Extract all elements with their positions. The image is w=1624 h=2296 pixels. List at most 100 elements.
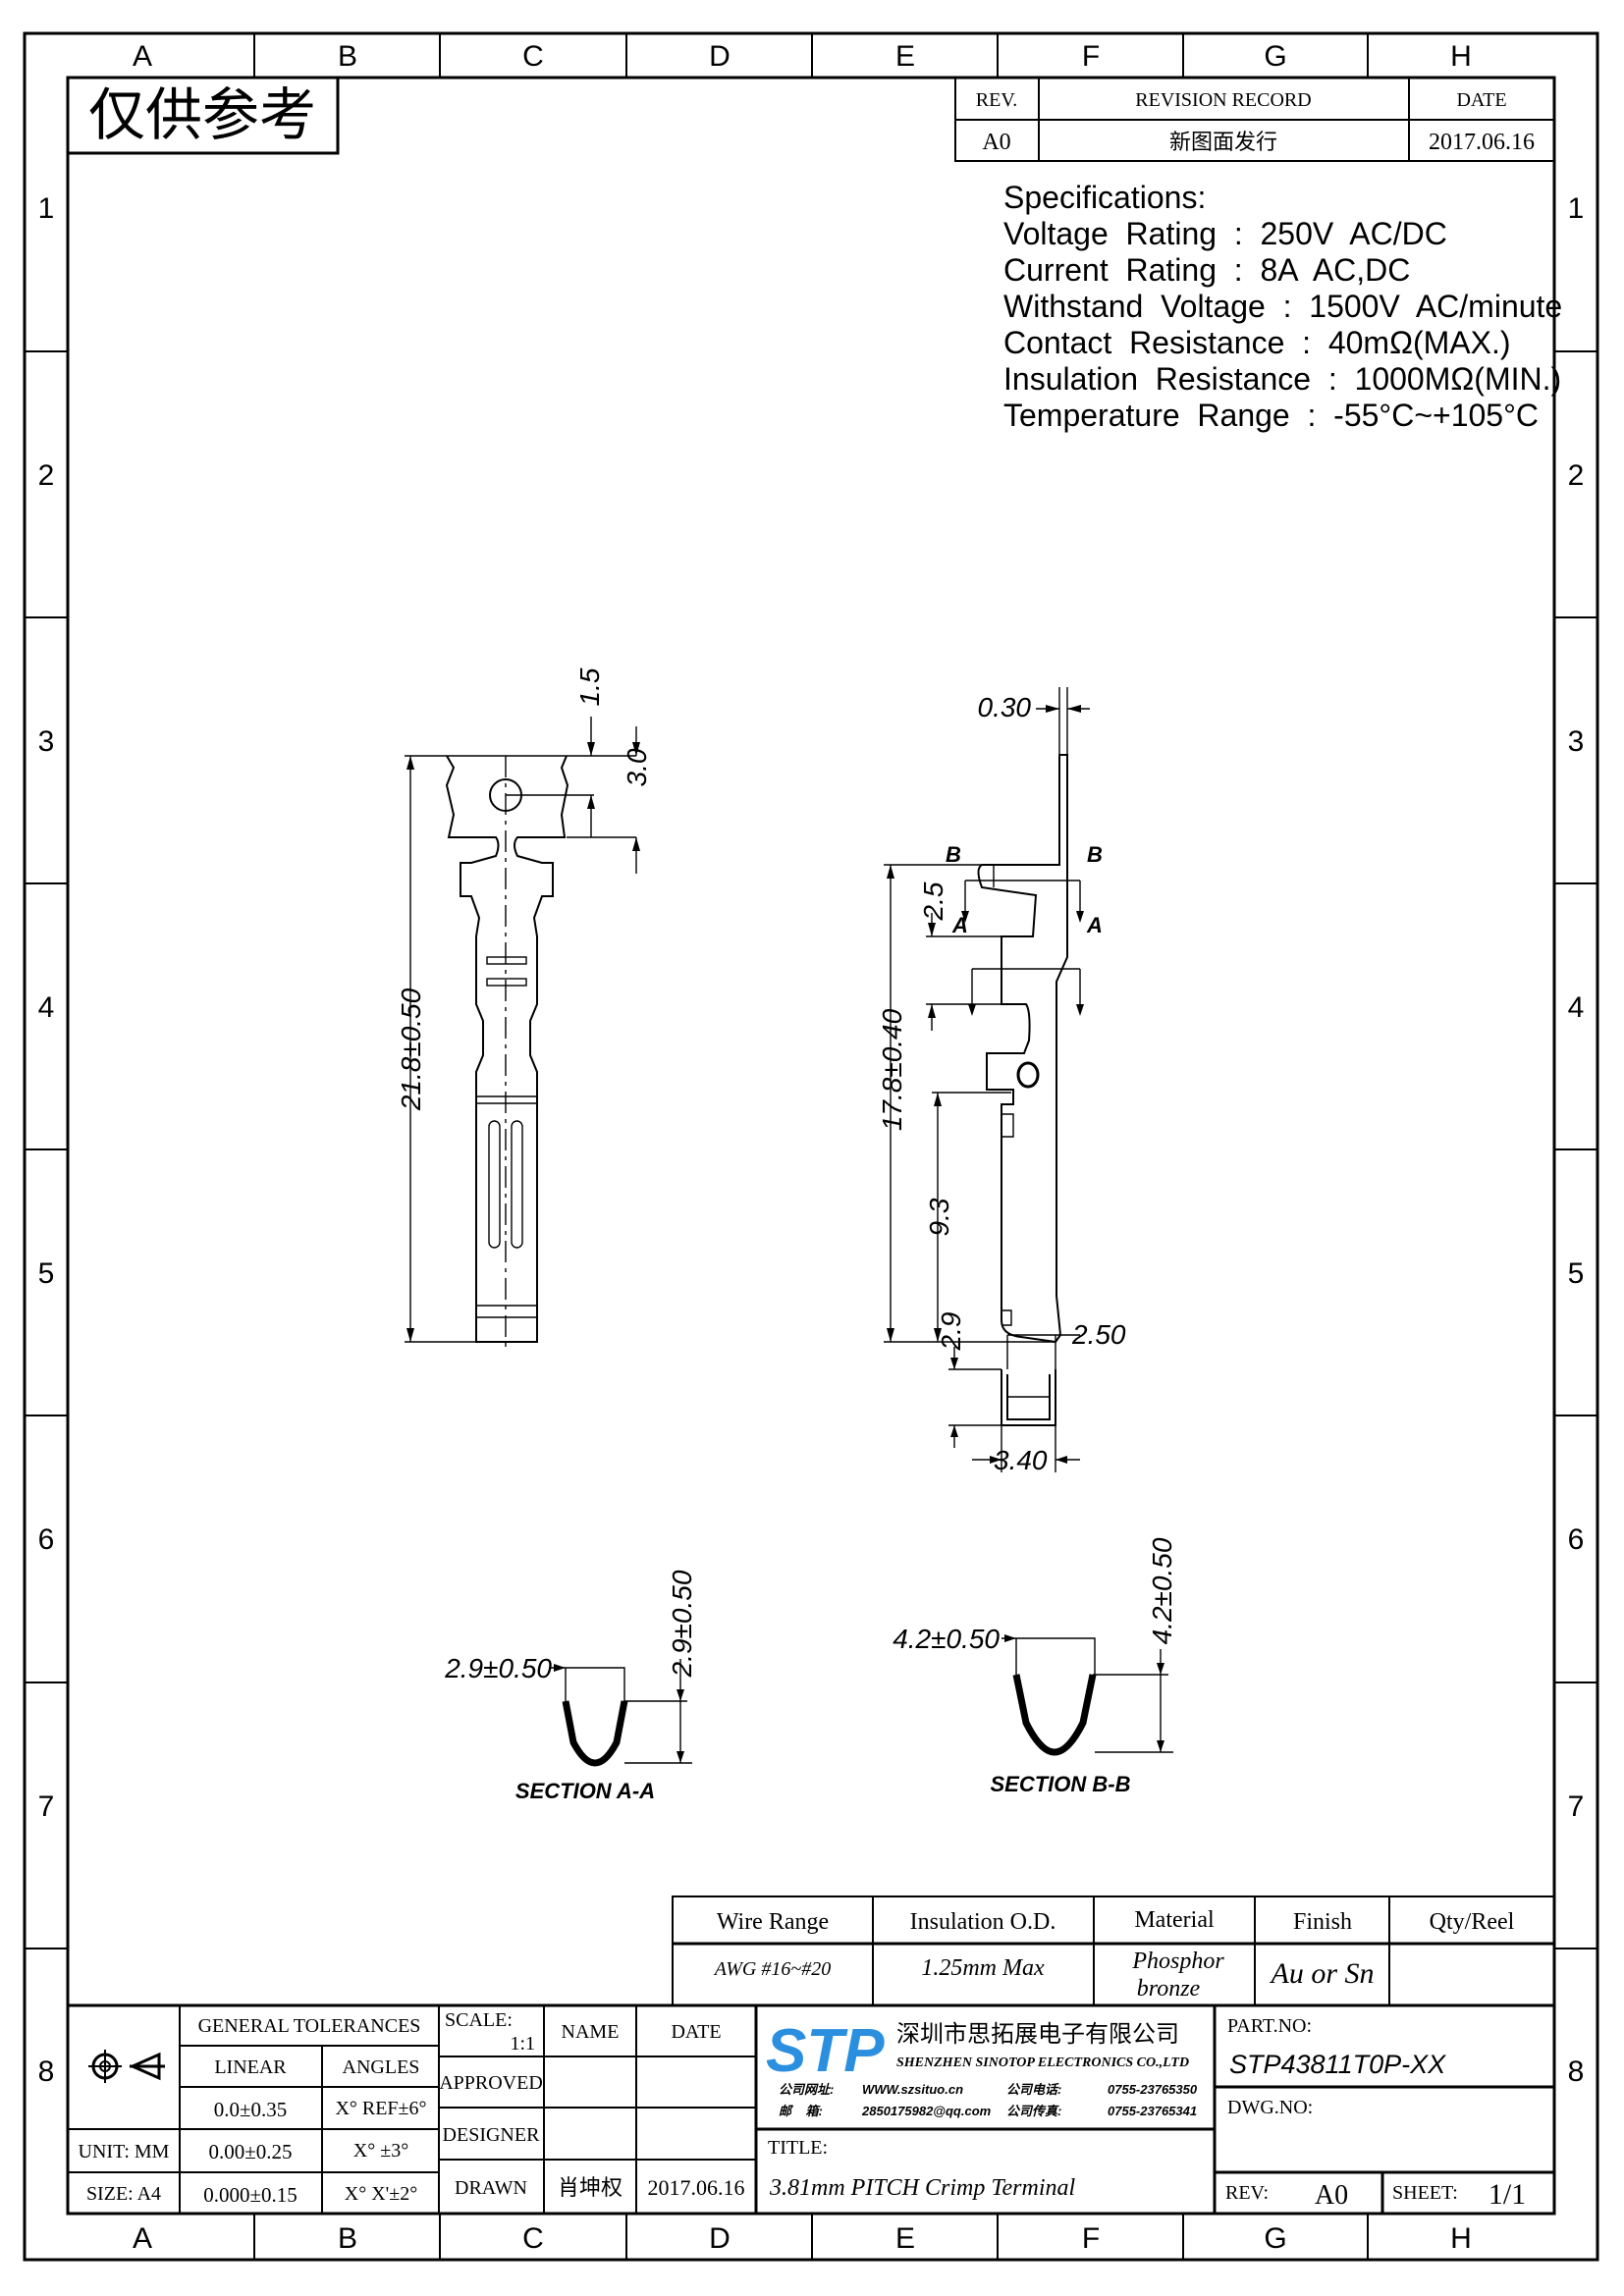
cut-label-b-left: B <box>946 842 961 867</box>
dim-thickness: 0.30 <box>978 692 1032 722</box>
col-label: C <box>522 2222 544 2255</box>
drawn-name: 肖坤权 <box>558 2176 623 2201</box>
section-a-label: SECTION A-A <box>515 1779 655 1803</box>
spec-table: Wire Range Insulation O.D. Material Fini… <box>672 1896 1555 2006</box>
web-label: 公司网址: <box>779 2082 834 2097</box>
col-label: A <box>133 40 152 73</box>
title-label: TITLE: <box>768 2137 828 2159</box>
date-header: DATE <box>1456 89 1506 111</box>
spec-line: Temperature Range : -55°C~+105°C <box>1003 398 1539 433</box>
title-block: GENERAL TOLERANCES LINEAR ANGLES 0.0±0.3… <box>68 2003 1554 2214</box>
reference-stamp-box <box>66 76 340 155</box>
dim-section-a-height: 2.9±0.50 <box>667 1570 697 1678</box>
column-labels-bottom: A B C D E F G H <box>133 2222 1472 2255</box>
revision-record-value: 新图面发行 <box>1169 131 1277 155</box>
drawn-label: DRAWN <box>455 2177 527 2199</box>
row-label: 4 <box>1568 991 1585 1024</box>
row-label: 8 <box>38 2056 55 2088</box>
name-header: NAME <box>562 2021 620 2043</box>
scale-value: 1:1 <box>510 2033 535 2055</box>
dim-end-width-top: 2.50 <box>1071 1319 1126 1350</box>
angles-label: ANGLES <box>343 2056 420 2078</box>
unit-label: UNIT: MM <box>79 2141 170 2163</box>
tol-linear-2: 0.00±0.25 <box>208 2140 292 2163</box>
company-name-cn: 深圳市思拓展电子有限公司 <box>896 2020 1179 2048</box>
tol-linear-1: 0.0±0.35 <box>214 2098 288 2121</box>
drawn-date: 2017.06.16 <box>648 2175 745 2200</box>
dwg-no-label: DWG.NO: <box>1227 2097 1313 2118</box>
specifications: Specifications: Voltage Rating : 250V AC… <box>1003 180 1562 433</box>
row-labels-right: 1 2 3 4 5 6 7 8 <box>1568 192 1585 2088</box>
dim-side-lower: 9.3 <box>924 1198 954 1236</box>
spec-line: Contact Resistance : 40mΩ(MAX.) <box>1003 325 1511 360</box>
linear-label: LINEAR <box>214 2056 287 2078</box>
col-label: G <box>1264 2222 1286 2255</box>
terminal-end-view: 2.9 2.50 3.40 <box>936 1312 1126 1475</box>
col-label: F <box>1082 2222 1100 2255</box>
rev-value: A0 <box>982 130 1010 155</box>
cut-label-a-right: A <box>1086 913 1103 937</box>
section-b-label: SECTION B-B <box>991 1772 1131 1796</box>
spec-finish: Au or Sn <box>1270 1957 1375 1990</box>
projection-symbol-icon <box>88 2050 165 2083</box>
spec-header-insulation: Insulation O.D. <box>910 1909 1056 1935</box>
cut-label-a-left: A <box>951 913 968 937</box>
size-label: SIZE: A4 <box>86 2183 161 2205</box>
row-label: 8 <box>1568 2056 1585 2088</box>
revision-date-value: 2017.06.16 <box>1429 130 1535 155</box>
column-grid <box>25 33 1597 2260</box>
section-a-a: 2.9±0.50 2.9±0.50 SECTION A-A <box>444 1570 697 1803</box>
revision-record-header: REVISION RECORD <box>1135 89 1311 111</box>
row-label: 7 <box>1568 1790 1585 1823</box>
row-label: 6 <box>38 1523 55 1556</box>
row-label: 7 <box>38 1790 55 1823</box>
company-fax: 0755-23765341 <box>1108 2104 1197 2118</box>
scale-label: SCALE: <box>445 2009 513 2031</box>
dim-top: 1.5 <box>574 667 605 706</box>
dim-end-width-bottom: 3.40 <box>994 1445 1048 1475</box>
dim-side-gap: 2.5 <box>918 881 948 921</box>
row-label: 2 <box>38 459 55 492</box>
row-label: 3 <box>38 725 55 758</box>
dim-section-a-width: 2.9±0.50 <box>444 1653 552 1683</box>
company-email: 2850175982@qq.com <box>861 2104 992 2118</box>
tol-angle-2: X° ±3° <box>353 2140 408 2162</box>
approved-label: APPROVED <box>439 2072 543 2094</box>
spec-insulation: 1.25mm Max <box>921 1955 1045 1981</box>
company-logo: STP <box>766 2017 885 2085</box>
sheet-value: 1/1 <box>1489 2178 1526 2211</box>
terminal-side-view: 17.8±0.40 9.3 2.5 0.30 B B A A <box>877 687 1103 1344</box>
dim-section-b-height: 4.2±0.50 <box>1147 1537 1177 1644</box>
spec-line: Insulation Resistance : 1000MΩ(MIN.) <box>1003 361 1561 397</box>
col-label: F <box>1082 40 1100 73</box>
mail-label: 邮 箱: <box>779 2104 823 2118</box>
drawing-title: 3.81mm PITCH Crimp Terminal <box>769 2175 1075 2201</box>
spec-header-qty: Qty/Reel <box>1430 1909 1515 1935</box>
spec-wire-range: AWG #16~#20 <box>713 1958 831 1980</box>
column-labels-top: A B C D E F G H <box>133 40 1472 73</box>
reference-stamp: 仅供参考 <box>88 81 316 148</box>
row-label: 3 <box>1568 725 1585 758</box>
revision-table: REV. REVISION RECORD DATE A0 新图面发行 2017.… <box>954 77 1555 162</box>
row-label: 2 <box>1568 459 1585 492</box>
row-label: 1 <box>38 192 55 225</box>
dim-end-height: 2.9 <box>936 1312 966 1352</box>
rev-value: A0 <box>1315 2180 1348 2211</box>
spec-header-material: Material <box>1134 1907 1215 1933</box>
row-label: 5 <box>38 1257 55 1290</box>
spec-line: Current Rating : 8A AC,DC <box>1003 252 1410 288</box>
col-label: G <box>1264 40 1286 73</box>
col-label: E <box>895 2222 915 2255</box>
spec-header-finish: Finish <box>1293 1909 1352 1935</box>
part-number: STP43811T0P-XX <box>1229 2050 1446 2079</box>
section-b-b: 4.2±0.50 4.2±0.50 SECTION B-B <box>893 1537 1177 1796</box>
spec-material: Phosphor <box>1131 1949 1224 1974</box>
rev-label: REV: <box>1225 2182 1269 2204</box>
fax-label: 公司传真: <box>1006 2104 1061 2118</box>
terminal-front-view: 21.8±0.50 1.5 3.0 <box>396 667 652 1350</box>
dim-section-b-width: 4.2±0.50 <box>893 1624 1000 1654</box>
dim-overall-length: 21.8±0.50 <box>396 988 426 1111</box>
general-tolerances-label: GENERAL TOLERANCES <box>198 2015 421 2037</box>
row-labels-left: 1 2 3 4 5 6 7 8 <box>38 192 55 2088</box>
